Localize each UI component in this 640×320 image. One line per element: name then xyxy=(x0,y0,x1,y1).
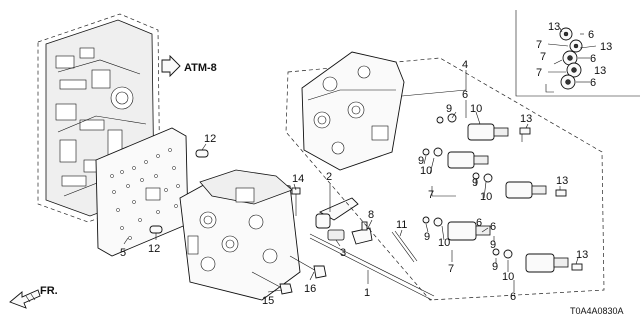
callout-15: 15 xyxy=(262,295,274,307)
front-label: FR. xyxy=(40,285,58,297)
callout-4: 4 xyxy=(462,59,468,71)
callout-6: 6 xyxy=(462,89,468,101)
callout-9: 9 xyxy=(472,177,478,189)
atm8-reference: ATM-8 xyxy=(161,54,217,78)
dowel-pin-lower xyxy=(149,225,163,240)
bolt-16 xyxy=(289,255,327,279)
callout-2: 2 xyxy=(326,171,332,183)
callout-6: 6 xyxy=(490,221,496,233)
callout-10: 10 xyxy=(420,165,432,177)
rod-1 xyxy=(309,233,435,301)
callout-13: 13 xyxy=(594,65,606,77)
bolt-15 xyxy=(251,271,293,295)
callout-6: 6 xyxy=(476,217,482,229)
callout-9: 9 xyxy=(490,239,496,251)
spring-3 xyxy=(327,229,345,241)
inset-box xyxy=(515,10,640,97)
callout-10: 10 xyxy=(438,237,450,249)
callout-9: 9 xyxy=(424,231,430,243)
diagram-code: T0A4A0830A xyxy=(570,306,624,316)
separator-plate xyxy=(95,127,189,257)
rod-11 xyxy=(391,230,418,263)
callout-7: 7 xyxy=(536,67,542,79)
callout-12: 12 xyxy=(148,243,160,255)
upper-valve-body xyxy=(285,51,605,301)
solenoid-row-2 xyxy=(422,147,489,169)
callout-7: 7 xyxy=(540,51,546,63)
callout-5: 5 xyxy=(120,247,126,259)
callout-13: 13 xyxy=(556,175,568,187)
solenoid-row-3 xyxy=(472,172,547,199)
bracket-8 xyxy=(351,221,373,245)
solenoid-row-5 xyxy=(492,248,569,273)
lever-2 xyxy=(315,197,359,229)
secondary-valve-body xyxy=(179,169,301,301)
callout-13: 13 xyxy=(600,41,612,53)
callout-10: 10 xyxy=(470,103,482,115)
bolt-13-row-3 xyxy=(555,189,567,197)
callout-9: 9 xyxy=(446,103,452,115)
callout-11: 11 xyxy=(396,219,407,231)
front-direction-arrow: FR. xyxy=(9,285,58,309)
solenoid-row-4 xyxy=(422,216,491,241)
callout-16: 16 xyxy=(304,283,316,295)
callout-1: 1 xyxy=(364,287,370,299)
callout-3: 3 xyxy=(340,247,346,259)
callout-numbers: 4 6 9 10 13 9 10 7 9 10 13 9 10 7 6 9 9 … xyxy=(120,21,612,307)
callout-13: 13 xyxy=(576,249,588,261)
callout-12: 12 xyxy=(204,133,216,145)
bolt-13-row-5 xyxy=(571,263,583,271)
bolt-13-row-1 xyxy=(519,127,531,142)
callout-10: 10 xyxy=(502,271,514,283)
callout-8: 8 xyxy=(368,209,374,221)
callout-6: 6 xyxy=(510,291,516,303)
callout-13: 13 xyxy=(520,113,532,125)
callout-13: 13 xyxy=(548,21,560,33)
atm8-label: ATM-8 xyxy=(184,62,217,74)
callout-9: 9 xyxy=(492,261,498,273)
callout-7: 7 xyxy=(448,263,454,275)
callout-6: 6 xyxy=(588,29,594,41)
leader-lines xyxy=(123,27,597,293)
callout-9: 9 xyxy=(418,155,424,167)
solenoid-row-1 xyxy=(436,113,509,141)
callout-6: 6 xyxy=(590,77,596,89)
callout-14: 14 xyxy=(292,173,304,185)
dowel-pin-upper xyxy=(195,143,209,158)
callout-7: 7 xyxy=(428,189,434,201)
callout-7: 7 xyxy=(536,39,542,51)
bolt-14 xyxy=(291,187,301,216)
callout-6: 6 xyxy=(590,53,596,65)
callout-10: 10 xyxy=(480,191,492,203)
